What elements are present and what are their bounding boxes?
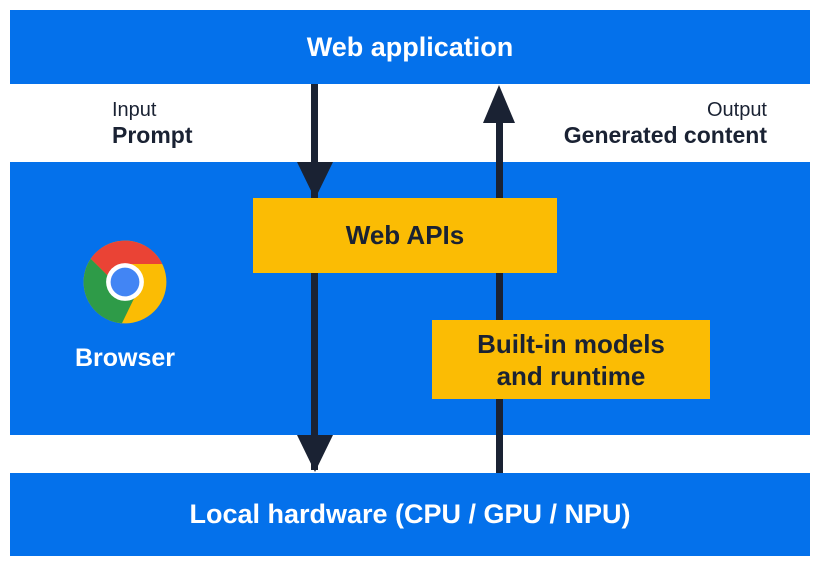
web-application-label: Web application [306,31,514,62]
chrome-logo-icon [83,240,167,324]
down-arrowhead-to-local-hardware [297,435,333,472]
builtin-models-box: Built-in models and runtime [432,320,710,399]
down-arrow-line [311,84,318,470]
output-value: Generated content [563,122,767,148]
web-application-bar: Web application [10,10,810,84]
input-title: Input [112,99,157,121]
input-label-group: Input Prompt [112,98,193,149]
output-label-group: Output Generated content [564,98,767,149]
up-arrow-line [496,118,503,473]
local-hardware-label: Local hardware (CPU / GPU / NPU) [189,499,631,529]
down-arrowhead-to-web-apis [297,162,333,199]
builtin-models-line1: Built-in models [477,328,665,359]
builtin-models-line2: and runtime [496,360,646,391]
up-arrowhead-to-web-application [483,85,515,123]
input-value: Prompt [112,122,193,148]
local-hardware-bar: Local hardware (CPU / GPU / NPU) [10,473,810,556]
browser-label: Browser [74,344,176,372]
web-apis-label: Web APIs [345,220,465,250]
output-title: Output [706,99,767,121]
web-apis-box: Web APIs [253,198,557,273]
